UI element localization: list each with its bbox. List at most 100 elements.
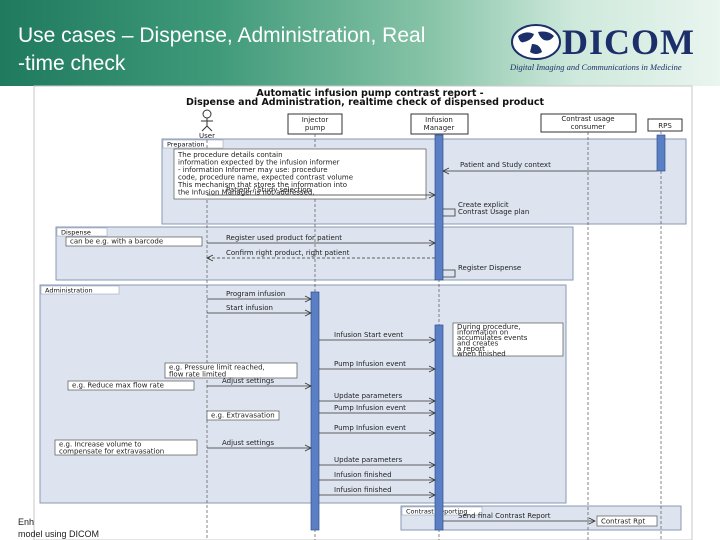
- note-barcode-text: can be e.g. with a barcode: [70, 238, 163, 246]
- note-reduce-text: e.g. Reduce max flow rate: [72, 382, 164, 390]
- lifeline-consumer-line2: consumer: [571, 123, 606, 131]
- note-extravasation: e.g. Extravasation: [206, 410, 280, 421]
- activation-manager-2: [434, 324, 444, 531]
- note-pressure-line2: flow rate limited: [169, 371, 226, 379]
- slide-title: Use cases – Dispense, Administration, Re…: [18, 22, 498, 78]
- lifeline-injector-line1: Injector: [302, 116, 329, 124]
- msg-program-infusion: Program infusion: [226, 290, 285, 298]
- msg-send-final: Send final Contrast Report: [458, 512, 551, 520]
- frame-tab-administration: [40, 285, 120, 295]
- msg-pump-event-2: Pump Infusion event: [334, 404, 406, 412]
- arrow-register-dispense: [443, 269, 456, 278]
- msg-confirm-right: Confirm right product, right patient: [226, 249, 350, 257]
- slide-title-line2: -time check: [18, 52, 126, 75]
- lifeline-consumer-line1: Contrast usage: [561, 115, 614, 123]
- note-contrast-report: Contrast Rpt: [596, 515, 658, 527]
- lifeline-injector-line2: pump: [305, 124, 326, 132]
- msg-create-line2: Contrast Usage plan: [458, 208, 529, 216]
- lifeline-head-rps: [647, 118, 683, 132]
- arrowhead-patient-selection: [428, 191, 436, 199]
- logo-word: DICOM: [562, 22, 695, 62]
- note-pressure: e.g. Pressure limit reached, flow rate l…: [164, 362, 298, 379]
- frame-label-administration: Administration: [45, 287, 93, 295]
- msg-patient-selection: Patient / Study selection: [226, 186, 311, 194]
- lifeline-manager-line1: Infusion: [425, 116, 453, 124]
- arrowhead-start-infusion: [304, 309, 312, 317]
- logo-tagline: Digital Imaging and Communications in Me…: [510, 62, 682, 72]
- note-prep-line6: the Infusion Manager is not addressed.: [178, 189, 315, 197]
- arrowhead-register-used: [428, 239, 436, 247]
- lifeline-head-manager: [410, 113, 469, 135]
- lifeline-manager-line2: Manager: [424, 124, 455, 132]
- activation-injector: [310, 291, 320, 531]
- note-during-line6: when finished: [457, 350, 506, 358]
- actor-label: User: [199, 132, 215, 140]
- msg-update-1: Update parameters: [334, 392, 403, 400]
- note-barcode: can be e.g. with a barcode: [65, 236, 203, 247]
- msg-pump-event-1: Pump Infusion event: [334, 360, 406, 368]
- note-extravasation-text: e.g. Extravasation: [211, 412, 275, 420]
- globe-icon: [511, 24, 561, 60]
- arrowhead-pump-event-1: [428, 365, 436, 373]
- note-during-line5: a report: [457, 345, 485, 353]
- note-reduce: e.g. Reduce max flow rate: [67, 380, 195, 391]
- user-actor-icon: [201, 109, 213, 132]
- frame-tab-preparation: [162, 139, 224, 149]
- activation-rps: [656, 134, 666, 172]
- slide-title-line1: Use cases – Dispense, Administration, Re…: [18, 24, 426, 47]
- note-prep-line3: - information Informer may use: procedur…: [178, 166, 328, 174]
- arrowhead-patient-context: [442, 167, 450, 175]
- arrowhead-finished-2: [428, 491, 436, 499]
- arrowhead-adjust-2: [304, 444, 312, 452]
- frame-dispense: [55, 226, 574, 281]
- msg-finished-2: Infusion finished: [334, 486, 392, 494]
- arrowhead-infusion-start-event: [428, 336, 436, 344]
- dicom-logo: DICOM Digital Imaging and Communications…: [508, 22, 708, 78]
- note-during-line2: information on: [457, 329, 508, 337]
- msg-create-line1: Create explicit: [458, 201, 509, 209]
- note-preparation: The procedure details contain informatio…: [173, 148, 427, 200]
- note-prep-line4: code, procedure name, expected contrast …: [178, 174, 353, 182]
- msg-patient-context: Patient and Study context: [460, 161, 551, 169]
- note-contrast-text: Contrast Rpt: [601, 518, 645, 526]
- lifeline-rps: RPS: [658, 122, 672, 130]
- arrow-create-plan: [443, 208, 456, 217]
- note-prep-line2: information expected by the infusion inf…: [178, 159, 340, 167]
- lifeline-head-consumer: [540, 113, 637, 133]
- note-during-procedure: During procedure, information on accumul…: [452, 322, 564, 358]
- activation-manager-1: [434, 134, 444, 281]
- msg-adjust-1: Adjust settings: [222, 377, 274, 385]
- arrowhead-confirm-right: [206, 254, 214, 262]
- frame-tab-dispense: [56, 227, 108, 237]
- msg-start-infusion: Start infusion: [226, 304, 273, 312]
- msg-update-2: Update parameters: [334, 456, 403, 464]
- arrowhead-update-1: [428, 397, 436, 405]
- footnote-line2: model using DICOM: [18, 529, 100, 539]
- note-prep-line5: This mechanism that stores the informati…: [177, 181, 347, 189]
- arrowhead-adjust-1: [304, 382, 312, 390]
- msg-register-used: Register used product for patient: [226, 234, 342, 242]
- note-increase-line2: compensate for extravasation: [59, 448, 164, 456]
- note-during-line3: accumulates events: [457, 334, 528, 342]
- note-during-line1: During procedure,: [457, 323, 521, 331]
- diagram-title-line1: Automatic infusion pump contrast report …: [256, 88, 483, 99]
- arrowhead-update-2: [428, 461, 436, 469]
- note-increase: e.g. Increase volume to compensate for e…: [54, 439, 198, 456]
- arrowhead-pump-event-3: [428, 429, 436, 437]
- note-increase-line1: e.g. Increase volume to: [59, 441, 141, 449]
- note-during-line4: and creates: [457, 340, 499, 348]
- diagram-title-line2: Dispense and Administration, realtime ch…: [186, 97, 545, 108]
- note-pressure-line1: e.g. Pressure limit reached,: [169, 364, 265, 372]
- msg-register-dispense: Register Dispense: [458, 264, 521, 272]
- arrowhead-send-final: [588, 517, 596, 525]
- footnote-line1: Enh: [18, 517, 35, 527]
- msg-infusion-start-event: Infusion Start event: [334, 331, 403, 339]
- arrowhead-program-infusion: [304, 295, 312, 303]
- arrowhead-pump-event-2: [428, 409, 436, 417]
- note-prep-line1: The procedure details contain: [177, 151, 283, 159]
- footnote: Enh model using DICOM: [18, 516, 178, 540]
- msg-finished-1: Infusion finished: [334, 471, 392, 479]
- frame-label-dispense: Dispense: [61, 229, 91, 237]
- arrowhead-finished-1: [428, 476, 436, 484]
